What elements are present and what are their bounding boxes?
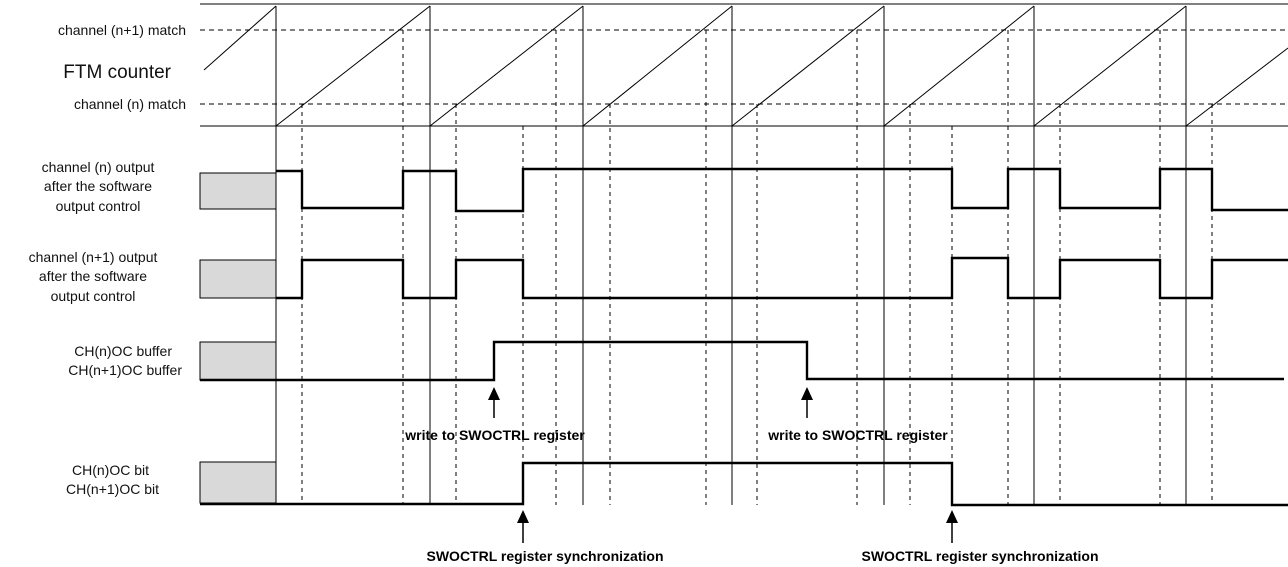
ramp-1 — [275, 5, 431, 127]
initial-state-ch-n1 — [199, 259, 277, 299]
oc-bit-label-line2: CH(n+1)OC bit — [66, 481, 159, 497]
buffer-label-line2: CH(n+1)OC buffer — [68, 362, 182, 378]
ramp-3 — [582, 5, 733, 127]
write-annotation-2: write to SWOCTRL register — [767, 427, 948, 443]
ramp-0 — [203, 5, 277, 71]
sync-annotation-1: SWOCTRL register synchronization — [427, 548, 664, 564]
ch-n-output-label-line1: channel (n) output — [42, 159, 155, 175]
write-annotation-1: write to SWOCTRL register — [404, 427, 585, 443]
buffer-label-line1: CH(n)OC buffer — [74, 343, 172, 359]
oc-bit-waveform — [200, 461, 1288, 507]
ch-n1-output-label-line2: after the software — [39, 268, 147, 284]
ramp-7 — [1185, 47, 1288, 127]
sync-annotation-2: SWOCTRL register synchronization — [862, 548, 1099, 564]
period-lines — [275, 126, 1187, 505]
oc-bit-label-line1: CH(n)OC bit — [72, 462, 149, 478]
lower-match-label: channel (n) match — [74, 96, 186, 112]
write-arrow-1 — [488, 387, 500, 418]
counter-label: FTM counter — [63, 62, 171, 83]
ch-n1-output-waveform — [276, 256, 1288, 300]
initial-state-ch-n — [199, 172, 277, 210]
ch-n-output-waveform — [276, 167, 1288, 213]
ch-n-output-label-line3: output control — [56, 198, 141, 214]
initial-state-buffer — [199, 341, 277, 381]
ch-n1-output-label-line3: output control — [51, 288, 136, 304]
buffer-waveform — [200, 340, 1284, 382]
sync-arrow-1 — [517, 510, 529, 543]
sync-arrow-2 — [946, 510, 958, 543]
ch-n-output-label-line2: after the software — [44, 178, 152, 194]
counter-frame — [200, 3, 1288, 127]
ramp-2 — [429, 5, 584, 127]
upper-match-label: channel (n+1) match — [58, 22, 186, 38]
write-arrow-2 — [801, 387, 813, 418]
ramp-6 — [1033, 5, 1187, 127]
ramp-4 — [731, 5, 885, 127]
counter-ramps — [203, 5, 1288, 127]
ramp-5 — [883, 5, 1035, 127]
ch-n1-output-label-line1: channel (n+1) output — [29, 249, 158, 265]
initial-state-oc-bit — [199, 461, 277, 504]
